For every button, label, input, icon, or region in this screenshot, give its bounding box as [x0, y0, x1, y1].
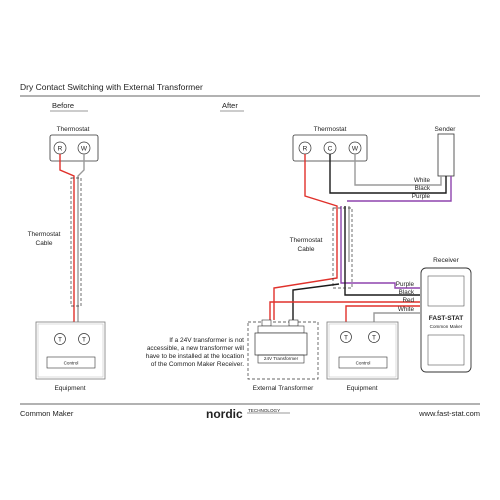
- receiver-sub: Common Maker: [430, 324, 463, 329]
- before-cable-label-line1: Thermostat: [28, 231, 61, 238]
- receiver-box: [420, 267, 472, 373]
- sender-label: Sender: [435, 126, 457, 133]
- note-line4: of the Common Maker Receiver.: [151, 361, 244, 368]
- transformer-lug-right: [288, 319, 299, 327]
- after-equipment-frame: [326, 321, 399, 380]
- after-cable-label-line2: Cable: [298, 246, 315, 253]
- receiver-wire-red-label: Red: [402, 297, 414, 304]
- sender-black-wire: [329, 154, 447, 194]
- transformer-top-plate: [257, 325, 305, 334]
- after-equipment-terminal-1: [340, 331, 352, 343]
- after-equipment-inner-frame: [328, 323, 397, 378]
- before-equipment-terminal-1-label: T: [58, 337, 62, 344]
- receiver-red-wire: [269, 301, 420, 320]
- before-equipment-label: Equipment: [54, 385, 85, 392]
- receiver-wire-purple-label: Purple: [396, 281, 415, 288]
- before-control-box: [46, 356, 96, 369]
- after-cable-label-line1: Thermostat: [290, 237, 323, 244]
- before-control-label: Control: [64, 361, 79, 366]
- before-terminal-r-label: R: [58, 146, 63, 153]
- before-equipment-terminal-2-label: T: [82, 337, 86, 344]
- diagram-title: Dry Contact Switching with External Tran…: [20, 82, 203, 92]
- receiver-label: Receiver: [433, 257, 459, 264]
- nordic-logo: nordic: [206, 407, 243, 421]
- after-black-wire-to-transformer: [292, 283, 340, 320]
- before-equipment-frame: [35, 321, 106, 380]
- after-control-label: Control: [356, 361, 371, 366]
- before-equipment-inner-frame: [37, 323, 104, 378]
- after-equipment-terminal-2-label: T: [372, 335, 376, 342]
- before-cable-sheath: [70, 177, 82, 307]
- transformer-lug-left: [261, 319, 272, 327]
- sender-wire-black-label: Black: [415, 185, 431, 192]
- note-line3: have to be installed at the location: [146, 353, 245, 360]
- sender-box: [437, 133, 455, 177]
- sender-wire-purple-label: Purple: [412, 193, 431, 200]
- after-terminal-w-label: W: [352, 146, 359, 153]
- sender-white-wire: [354, 154, 442, 186]
- sender-wire-white-label: White: [414, 177, 431, 184]
- footer-right: www.fast-stat.com: [418, 409, 480, 418]
- before-heading: Before: [52, 101, 74, 110]
- after-control-box: [338, 356, 388, 369]
- before-cable-label-line2: Cable: [36, 240, 53, 247]
- after-equipment-terminal-2: [368, 331, 380, 343]
- after-red-wire-to-transformer: [273, 154, 338, 320]
- nordic-logo-sub: TECHNOLOGY: [248, 408, 280, 413]
- after-cable-sheath: [332, 207, 353, 289]
- transformer-caption: External Transformer: [253, 385, 315, 392]
- note-line2: accessible, a new transformer will: [147, 345, 245, 352]
- after-equipment-label: Equipment: [346, 385, 377, 392]
- sender-purple-wire: [347, 176, 452, 202]
- transformer-label: 24V Transformer: [264, 356, 299, 361]
- after-black-wire-to-receiver: [344, 206, 420, 296]
- before-equipment-terminal-1: [54, 333, 66, 345]
- transformer-dashed-frame: [247, 321, 319, 380]
- transformer-body: [254, 332, 308, 356]
- before-thermostat-box: [49, 134, 99, 162]
- after-equipment-terminal-1-label: T: [344, 335, 348, 342]
- receiver-wire-black-label: Black: [399, 289, 415, 296]
- receiver-bottom-panel: [427, 334, 465, 366]
- note-line1: If a 24V transformer is not: [169, 337, 244, 344]
- after-thermostat-label: Thermostat: [314, 126, 347, 133]
- receiver-top-panel: [427, 275, 465, 307]
- before-equipment-terminal-2: [78, 333, 90, 345]
- after-purple-wire-to-receiver: [340, 206, 420, 289]
- after-terminal-r-label: R: [303, 146, 308, 153]
- before-thermostat-label: Thermostat: [57, 126, 90, 133]
- receiver-wire-white-label: White: [398, 306, 415, 313]
- receiver-brand: FAST-STAT: [429, 315, 463, 322]
- footer-left: Common Maker: [20, 409, 74, 418]
- transformer-base: [257, 354, 305, 364]
- after-heading: After: [222, 101, 238, 110]
- before-red-wire: [59, 154, 75, 334]
- before-terminal-w-label: W: [81, 146, 88, 153]
- after-terminal-c-label: C: [328, 146, 333, 153]
